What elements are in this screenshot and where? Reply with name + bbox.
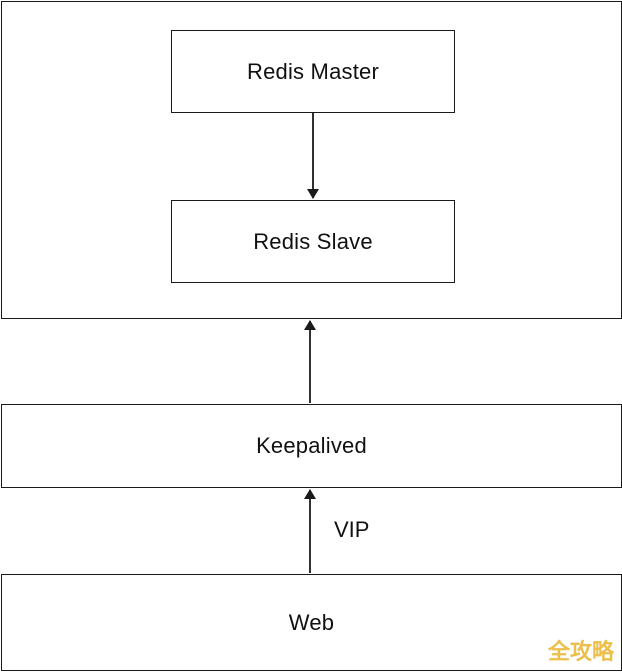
web-node: Web [1, 574, 622, 671]
redis-slave-label: Redis Slave [253, 228, 373, 254]
web-label: Web [288, 609, 335, 635]
keepalived-label: Keepalived [256, 433, 367, 458]
keepalived-node: Keepalived [1, 404, 622, 488]
vip-edge-label: VIP [334, 517, 370, 542]
redis-master-node: Redis Master [171, 30, 455, 113]
redis-slave-node: Redis Slave [171, 200, 455, 283]
watermark-logo: 全攻略 [547, 640, 614, 665]
redis-master-label: Redis Master [247, 58, 379, 84]
